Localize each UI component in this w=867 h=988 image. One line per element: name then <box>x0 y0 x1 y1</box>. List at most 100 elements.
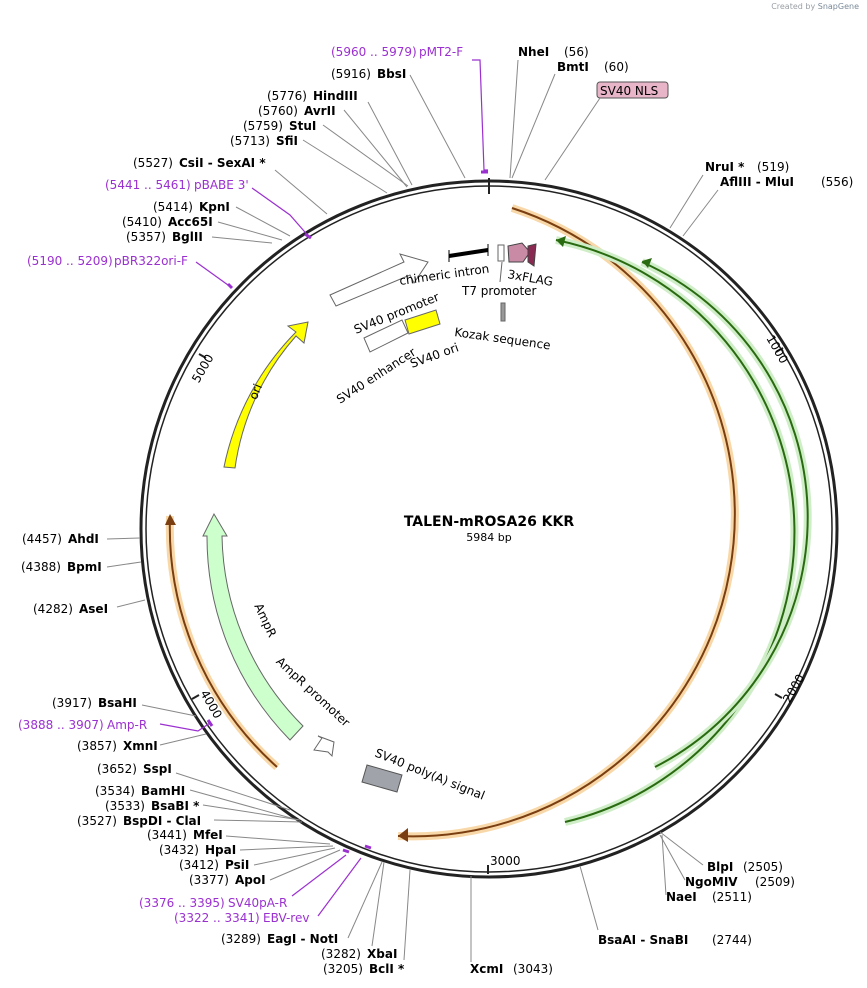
enzyme-name: AhdI <box>68 532 99 546</box>
ampr-label: AmpR <box>251 601 279 639</box>
snapgene-credit: Created by SnapGene <box>771 2 859 11</box>
t7-promoter-label: T7 promoter <box>461 284 537 298</box>
enzyme-name: NgoMIV <box>685 875 738 889</box>
sv40-nls-label-box <box>596 81 669 99</box>
enzyme-pos: (5414) <box>153 200 193 214</box>
credit-brand: SnapGene <box>817 2 859 11</box>
enzyme-pos: (3917) <box>52 696 92 710</box>
enzyme-pos: (5357) <box>126 230 166 244</box>
orf-arcs <box>165 204 812 842</box>
tick-4000 <box>191 694 200 700</box>
enzyme-name: BsaHI <box>98 696 137 710</box>
enzyme-pos: (5776) <box>267 89 307 103</box>
enzyme-name: PsiI <box>225 858 249 872</box>
green-orf-outer <box>555 239 796 823</box>
tick-label-3000: 3000 <box>490 854 521 868</box>
enzyme-name: KpnI <box>199 200 230 214</box>
enzyme-pos: (556) <box>821 175 853 189</box>
enzyme-labels: NheI (56) BmtI (60) NruI * (519) AflIII … <box>21 45 853 976</box>
primer-name: EBV-rev <box>263 911 309 925</box>
enzyme-name: NaeI <box>666 890 697 904</box>
enzyme-pos: (56) <box>564 45 589 59</box>
enzyme-pos: (3205) <box>323 962 363 976</box>
enzyme-leaders <box>106 59 719 962</box>
enzyme-pos: (3533) <box>105 799 145 813</box>
enzyme-name: NruI * <box>705 160 745 174</box>
sv40-nls-leader <box>544 97 601 181</box>
orf-arc-left-head <box>165 514 176 525</box>
tick-label-2000: 2000 <box>780 672 807 705</box>
tick-1000 <box>775 347 784 353</box>
sv40-enhancer-box <box>363 319 409 353</box>
enzyme-name: BlpI <box>707 860 733 874</box>
enzyme-name: SfiI <box>276 134 298 148</box>
enzyme-name: XmnI <box>123 739 158 753</box>
enzyme-pos: (5916) <box>331 67 371 81</box>
enzyme-name: BbsI <box>377 67 406 81</box>
enzyme-name: BamHI <box>141 784 185 798</box>
enzyme-name: AflIII - MluI <box>720 175 794 189</box>
enzyme-pos: (3527) <box>77 814 117 828</box>
enzyme-name: HpaI <box>205 843 236 857</box>
enzyme-pos: (3441) <box>147 828 187 842</box>
sv40-nls-mini-box <box>527 243 537 267</box>
enzyme-name: CsiI - SexAI * <box>179 156 266 170</box>
primer-range: (3888 .. 3907) <box>18 718 104 732</box>
primer-range: (5960 .. 5979) <box>331 45 417 59</box>
kozak-box <box>500 302 506 322</box>
primer-range: (5441 .. 5461) <box>105 178 191 192</box>
enzyme-name: MfeI <box>193 828 223 842</box>
ampr-arrow <box>202 512 304 741</box>
enzyme-pos: (3534) <box>95 784 135 798</box>
ampr-promoter-arrow <box>313 735 335 758</box>
orf-arc-left <box>168 515 278 768</box>
orf-arc-main <box>397 207 736 838</box>
enzyme-name: BsaAI - SnaBI <box>598 933 688 947</box>
ori-label: ori <box>246 382 265 402</box>
sv40-polya-box <box>361 764 403 793</box>
enzyme-pos: (4388) <box>21 560 61 574</box>
enzyme-pos: (3377) <box>189 873 229 887</box>
plasmid-length: 5984 bp <box>466 531 511 544</box>
enzyme-pos: (2744) <box>712 933 752 947</box>
sv40-promoter-arrow <box>329 253 429 307</box>
primer-name: pBR322ori-F <box>114 254 188 268</box>
enzyme-pos: (5410) <box>122 215 162 229</box>
green-orf-outer-head <box>556 236 566 247</box>
orf-arc-main-head <box>398 828 408 842</box>
sv40-enhancer-label: SV40 enhancer <box>334 345 418 407</box>
enzyme-pos: (4457) <box>22 532 62 546</box>
enzyme-pos: (2511) <box>712 890 752 904</box>
enzyme-pos: (3652) <box>97 762 137 776</box>
enzyme-name: EagI - NotI <box>267 932 338 946</box>
enzyme-pos: (3282) <box>321 947 361 961</box>
t7-promoter-box <box>497 244 505 262</box>
enzyme-pos: (2509) <box>755 875 795 889</box>
enzyme-name: BglII <box>172 230 203 244</box>
enzyme-name: XcmI <box>470 962 503 976</box>
enzyme-pos: (60) <box>604 60 629 74</box>
enzyme-name: HindIII <box>313 89 358 103</box>
sv40-ori-box <box>404 309 441 335</box>
enzyme-pos: (5713) <box>230 134 270 148</box>
enzyme-pos: (5527) <box>133 156 173 170</box>
enzyme-name: XbaI <box>367 947 397 961</box>
enzyme-name: AseI <box>79 602 108 616</box>
enzyme-pos: (2505) <box>743 860 783 874</box>
enzyme-name: SspI <box>143 762 172 776</box>
enzyme-name: BsaBI * <box>151 799 200 813</box>
enzyme-name: BpmI <box>67 560 102 574</box>
kozak-label: Kozak sequence <box>454 325 552 352</box>
tick-2000 <box>774 693 783 699</box>
enzyme-name: BmtI <box>557 60 589 74</box>
enzyme-name: Acc65I <box>168 215 213 229</box>
green-orf-inner-head <box>642 258 652 268</box>
primer-name: Amp-R <box>107 718 147 732</box>
enzyme-name: StuI <box>289 119 316 133</box>
primer-name: pBABE 3' <box>194 178 249 192</box>
enzyme-pos: (3289) <box>221 932 261 946</box>
sv40-nls-label: SV40 NLS <box>600 84 658 98</box>
enzyme-name: NheI <box>518 45 549 59</box>
primer-labels: (5960 .. 5979) pMT2-F (5441 .. 5461) pBA… <box>18 45 463 925</box>
